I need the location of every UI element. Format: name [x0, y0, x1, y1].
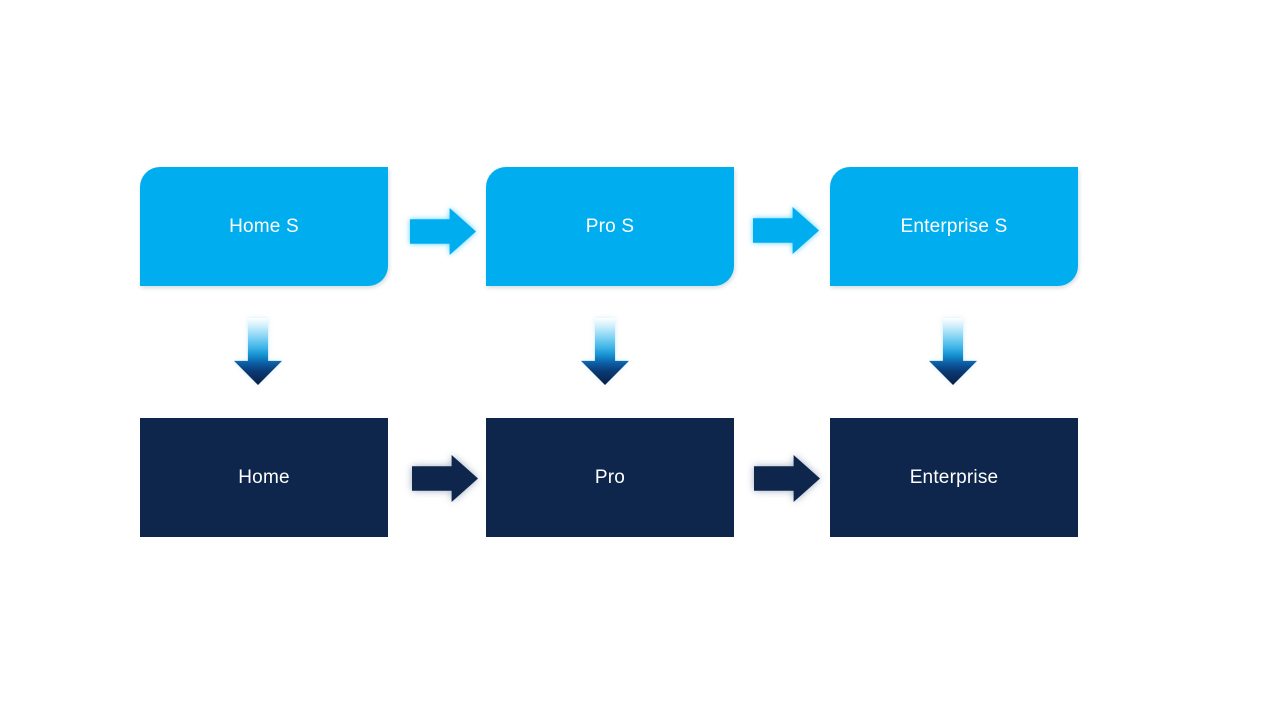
- arrow-pro-to-enterprise: [754, 455, 820, 502]
- down-arrow-icon: [929, 318, 977, 385]
- down-arrow-icon: [581, 318, 629, 385]
- down-arrow-icon: [234, 318, 282, 385]
- right-arrow-icon: [753, 207, 819, 254]
- node-enterprise: Enterprise: [830, 418, 1078, 537]
- node-enterprise-label: Enterprise: [909, 466, 999, 488]
- node-enterprise-s-label: Enterprise S: [900, 215, 1008, 237]
- right-arrow-icon: [412, 455, 478, 502]
- arrow-home-s-to-home: [234, 318, 282, 385]
- node-home-label: Home: [238, 466, 290, 488]
- arrow-enterprise-s-to-enterprise: [929, 318, 977, 385]
- node-pro-s: Pro S: [486, 167, 734, 286]
- arrow-home-to-pro: [412, 455, 478, 502]
- node-home-s: Home S: [140, 167, 388, 286]
- right-arrow-icon: [410, 208, 476, 255]
- arrow-home-s-to-pro-s: [410, 208, 476, 255]
- node-pro-label: Pro: [594, 466, 626, 488]
- node-pro: Pro: [486, 418, 734, 537]
- arrow-pro-s-to-pro: [581, 318, 629, 385]
- arrow-pro-s-to-enterprise-s: [753, 207, 819, 254]
- node-home-s-label: Home S: [229, 215, 299, 237]
- node-pro-s-label: Pro S: [585, 215, 635, 237]
- right-arrow-icon: [754, 455, 820, 502]
- node-home: Home: [140, 418, 388, 537]
- node-enterprise-s: Enterprise S: [830, 167, 1078, 286]
